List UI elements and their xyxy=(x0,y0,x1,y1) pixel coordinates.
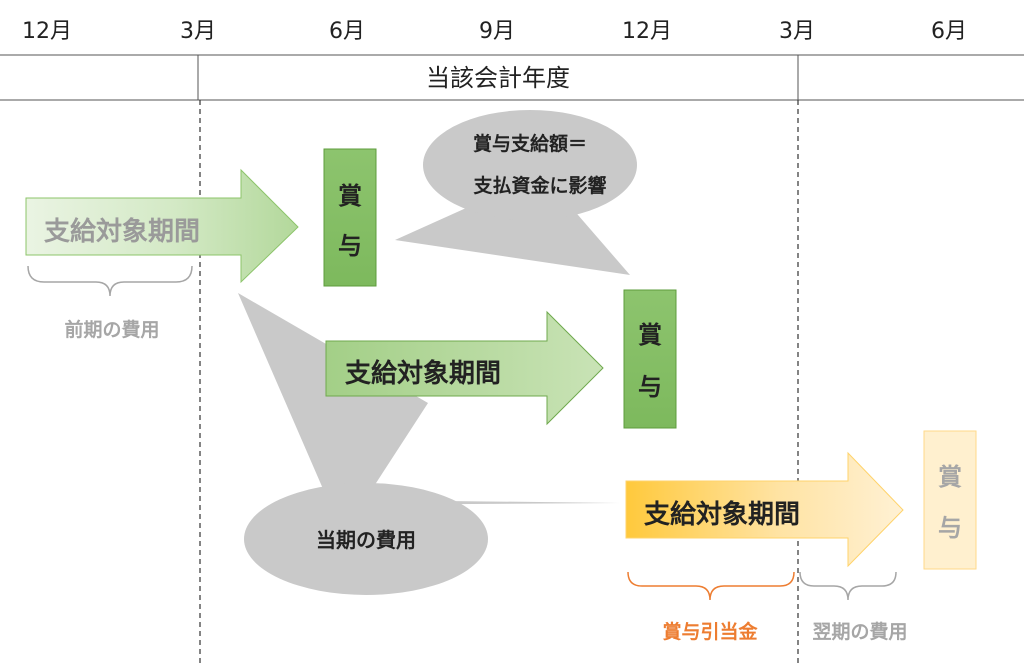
bonus-box-next: 賞 与 xyxy=(623,289,677,429)
month-label-2: 3月 xyxy=(180,19,216,44)
month-label-6: 3月 xyxy=(779,19,815,44)
month-label-1: 12月 xyxy=(22,19,72,44)
month-label-7: 6月 xyxy=(931,19,967,44)
prior-expense-brace xyxy=(27,265,193,297)
prior-period-label: 支給対象期間 xyxy=(44,216,200,247)
bonus-box-future-char1: 賞 xyxy=(938,463,962,491)
bonus-box-future-char2: 与 xyxy=(938,514,962,542)
next-period-label: 支給対象期間 xyxy=(644,499,800,530)
next-period-arrow: 支給対象期間 xyxy=(625,451,904,568)
payment-impact-callout: 賞与支給額＝ 支払資金に影響 xyxy=(395,110,637,275)
bonus-box-next-char2: 与 xyxy=(638,373,662,401)
current-expense-label: 当期の費用 xyxy=(316,528,416,552)
prior-period-arrow: 支給対象期間 xyxy=(25,168,299,284)
month-label-3: 6月 xyxy=(329,19,365,44)
bonus-box-future: 賞 与 xyxy=(923,430,977,570)
bonus-box-next-char1: 賞 xyxy=(638,321,662,349)
provision-label: 賞与引当金 xyxy=(662,620,758,643)
current-period-arrow: 支給対象期間 xyxy=(325,310,604,426)
current-expense-callout: 当期の費用 xyxy=(238,293,620,595)
month-label-4: 9月 xyxy=(479,19,515,44)
month-label-5: 12月 xyxy=(622,19,672,44)
bonus-box-current-char2: 与 xyxy=(338,232,362,260)
bonus-box-current: 賞 与 xyxy=(323,148,377,287)
current-period-label: 支給対象期間 xyxy=(345,358,501,389)
next-expense-brace xyxy=(799,571,897,601)
next-expense-label: 翌期の費用 xyxy=(812,620,907,643)
provision-brace xyxy=(627,571,795,601)
payment-impact-line2: 支払資金に影響 xyxy=(472,174,606,197)
payment-impact-line1: 賞与支給額＝ xyxy=(473,132,587,155)
fiscal-year-label: 当該会計年度 xyxy=(426,64,570,92)
prior-expense-label: 前期の費用 xyxy=(64,318,159,341)
bonus-box-current-char1: 賞 xyxy=(338,182,362,210)
